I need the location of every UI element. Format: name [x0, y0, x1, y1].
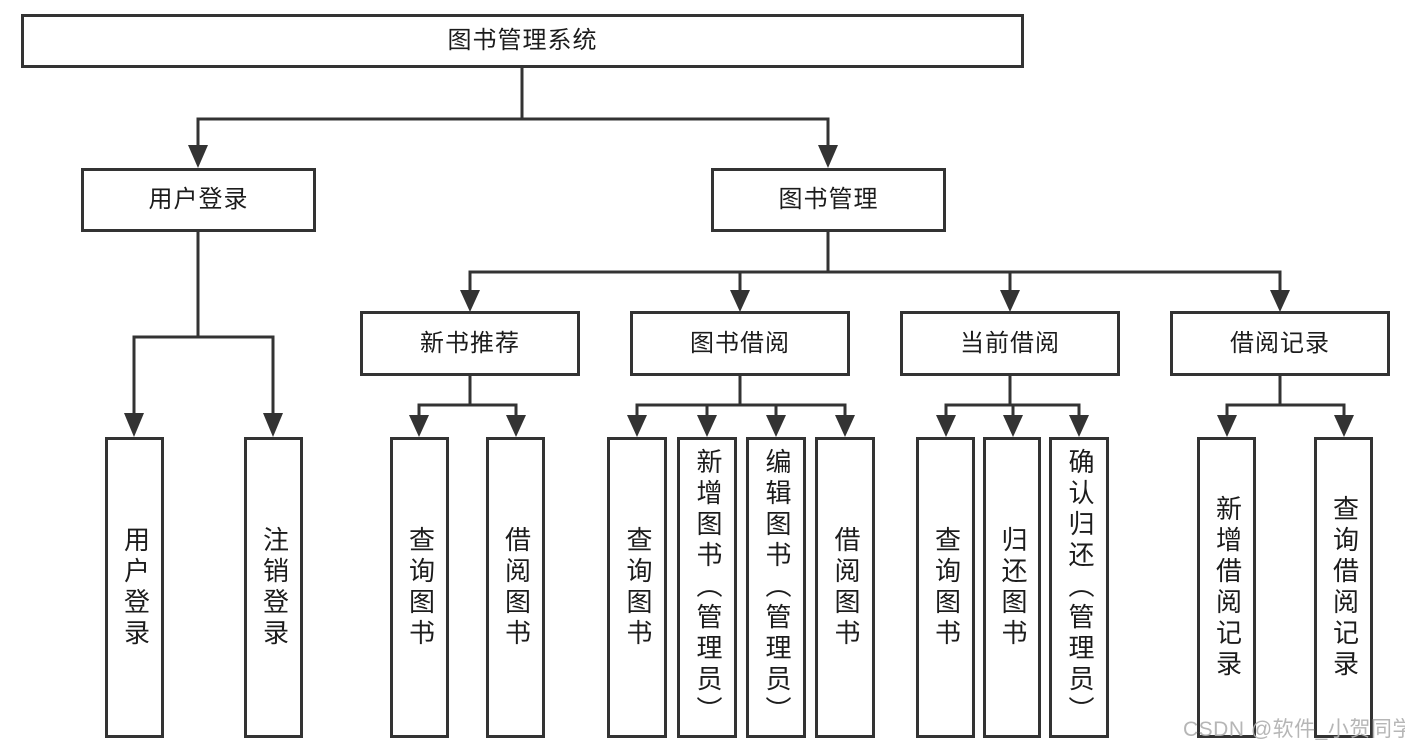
connector-borrow-records-branch: [1225, 372, 1346, 421]
arrowhead-icon: [818, 145, 838, 168]
arrowhead-icon: [1003, 415, 1023, 437]
node-book-borrow: 图书借阅: [630, 311, 850, 376]
arrowhead-icon: [697, 415, 717, 437]
leaf-query-books: 查询图书: [607, 437, 667, 738]
node-user-login: 用户登录: [81, 168, 316, 232]
arrowhead-icon: [1069, 415, 1089, 437]
node-new-book-recommend: 新书推荐: [360, 311, 580, 376]
arrowhead-icon: [1270, 290, 1290, 312]
csdn-watermark: CSDN @软件_小贺同学: [1183, 718, 1405, 741]
node-borrow-records: 借阅记录: [1170, 311, 1390, 376]
leaf-confirm-return-admin: 确认归还（管理员）: [1049, 437, 1109, 738]
connector-new-book-branch: [417, 372, 518, 421]
arrowhead-icon: [460, 290, 480, 312]
leaf-borrow-books: 借阅图书: [815, 437, 875, 738]
leaf-query-borrow-record: 查询借阅记录: [1314, 437, 1373, 738]
leaf-query-books: 查询图书: [390, 437, 449, 738]
node-book-management-system: 图书管理系统: [21, 14, 1024, 68]
connector-book-management-branch: [468, 228, 1282, 294]
leaf-return-books: 归还图书: [983, 437, 1041, 738]
node-current-borrow: 当前借阅: [900, 311, 1120, 376]
leaf-add-borrow-record: 新增借阅记录: [1197, 437, 1256, 738]
leaf-user-login: 用户登录: [105, 437, 164, 738]
connector-root-to-level2: [196, 64, 830, 149]
arrowhead-icon: [409, 415, 429, 437]
connector-user-login-branch: [132, 228, 275, 417]
arrowhead-icon: [188, 145, 208, 168]
arrowhead-icon: [627, 415, 647, 437]
arrowhead-icon: [263, 413, 283, 437]
arrowhead-icon: [506, 415, 526, 437]
connector-current-borrow-branch: [944, 372, 1081, 421]
leaf-edit-books-admin: 编辑图书（管理员）: [746, 437, 806, 738]
leaf-query-books: 查询图书: [916, 437, 975, 738]
leaf-add-books-admin: 新增图书（管理员）: [677, 437, 737, 738]
arrowhead-icon: [766, 415, 786, 437]
arrowhead-icon: [730, 290, 750, 312]
arrowhead-icon: [124, 413, 144, 437]
arrowhead-icon: [936, 415, 956, 437]
leaf-logout: 注销登录: [244, 437, 303, 738]
arrowhead-icon: [1000, 290, 1020, 312]
node-book-management: 图书管理: [711, 168, 946, 232]
arrowhead-icon: [1217, 415, 1237, 437]
arrowhead-icon: [1334, 415, 1354, 437]
arrowhead-icon: [835, 415, 855, 437]
leaf-borrow-books: 借阅图书: [486, 437, 545, 738]
connector-book-borrow-branch: [635, 372, 847, 421]
